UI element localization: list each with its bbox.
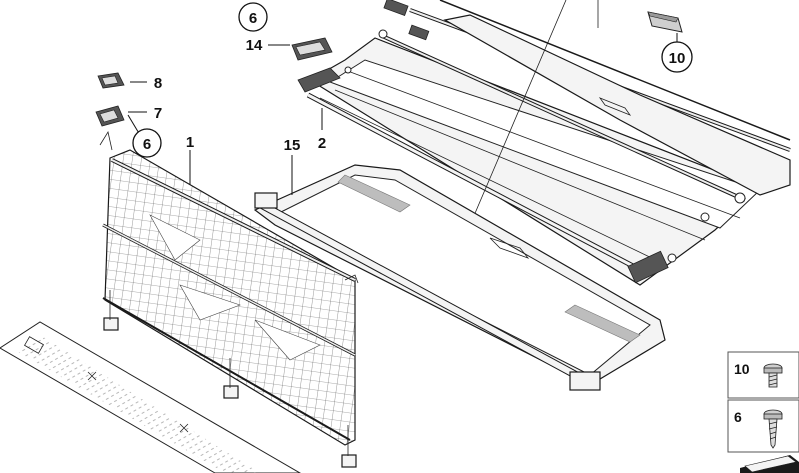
screw-long-icon — [763, 409, 783, 449]
callout-8: 8 — [154, 75, 162, 92]
callouts: 6 14 8 7 6 1 2 15 10 — [132, 2, 693, 158]
bracket-part-7 — [95, 105, 125, 127]
callout-circle-6-left — [132, 128, 162, 158]
callout-7: 7 — [154, 105, 162, 122]
luggage-cover-upper — [306, 0, 791, 286]
callout-6-left: 6 — [143, 136, 151, 153]
callout-circle-10-top — [661, 41, 693, 73]
legend-box-10 — [727, 351, 799, 399]
legend-label-10: 10 — [734, 361, 750, 377]
callout-10-top: 10 — [669, 50, 686, 67]
fastener-legend: 10 6 — [727, 351, 799, 473]
partition-net — [99, 130, 359, 468]
clip-part-8 — [97, 72, 125, 89]
floor-rail — [0, 321, 301, 473]
leader-lines — [127, 33, 678, 195]
callout-15: 15 — [284, 137, 301, 154]
cap-part-10 — [647, 11, 683, 33]
luggage-cover-lower — [253, 164, 666, 391]
callout-2: 2 — [318, 135, 326, 152]
legend-box-6 — [727, 399, 799, 453]
callout-6-top: 6 — [249, 10, 257, 27]
cap-part-14 — [291, 37, 341, 93]
callout-1: 1 — [186, 134, 194, 151]
screw-short-icon — [763, 363, 783, 388]
legend-label-6: 6 — [734, 409, 742, 425]
page-corner-icon — [740, 455, 799, 473]
callout-14: 14 — [246, 37, 263, 54]
callout-circle-6-top — [238, 2, 268, 32]
